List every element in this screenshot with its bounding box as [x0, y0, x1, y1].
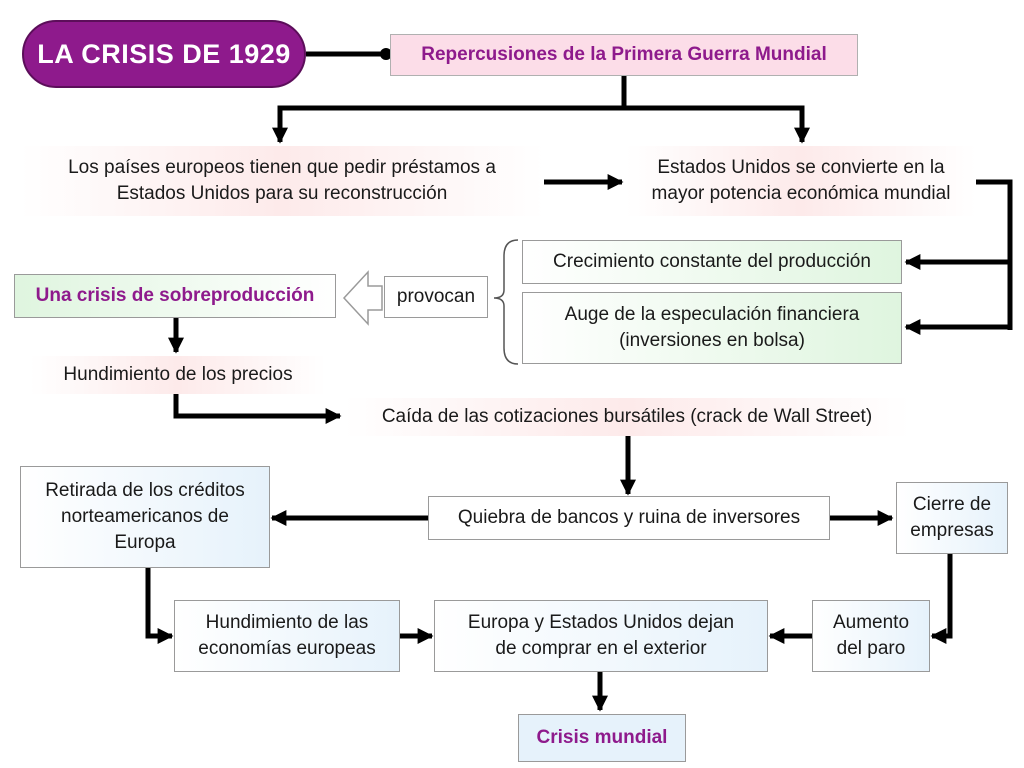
node-crisis-sobreproduccion: Una crisis de sobreproducción [14, 274, 336, 318]
arrow-precios-to-caida [173, 394, 342, 425]
node-repercusiones: Repercusiones de la Primera Guerra Mundi… [390, 34, 858, 76]
node-crisis-mundial: Crisis mundial [518, 714, 686, 762]
brace [493, 239, 519, 365]
node-crecimiento: Crecimiento constante del producción [522, 240, 902, 284]
node-caida-cotizaciones: Caída de las cotizaciones bursátiles (cr… [344, 398, 910, 436]
node-paises-prestamos: Los países europeos tienen que pedir pré… [20, 146, 544, 216]
node-cierre-empresas: Cierre de empresas [896, 482, 1008, 554]
node-auge-especulacion: Auge de la especulación financiera (inve… [522, 292, 902, 364]
node-eeuu-potencia: Estados Unidos se convierte en la mayor … [626, 146, 976, 216]
node-quiebra-bancos: Quiebra de bancos y ruina de inversores [428, 496, 830, 540]
node-aumento-paro: Aumento del paro [812, 600, 930, 672]
provocan-hollow-arrow [342, 270, 383, 326]
node-hundimiento-economias: Hundimiento de las economías europeas [174, 600, 400, 672]
title-pill: LA CRISIS DE 1929 [22, 20, 306, 88]
node-provocan: provocan [384, 276, 488, 318]
node-retirada-creditos: Retirada de los créditos norteamericanos… [20, 466, 270, 568]
arrow-retirada-to-hundimiento [145, 568, 174, 645]
link-eeuu-right [976, 179, 1013, 330]
arrow-to-eeuu [624, 105, 811, 144]
node-dejan-comprar: Europa y Estados Unidos dejan de comprar… [434, 600, 768, 672]
arrow-to-paises [271, 105, 624, 144]
arrow-cierre-to-aumento [930, 554, 953, 645]
node-hundimiento-precios: Hundimiento de los precios [30, 356, 326, 394]
